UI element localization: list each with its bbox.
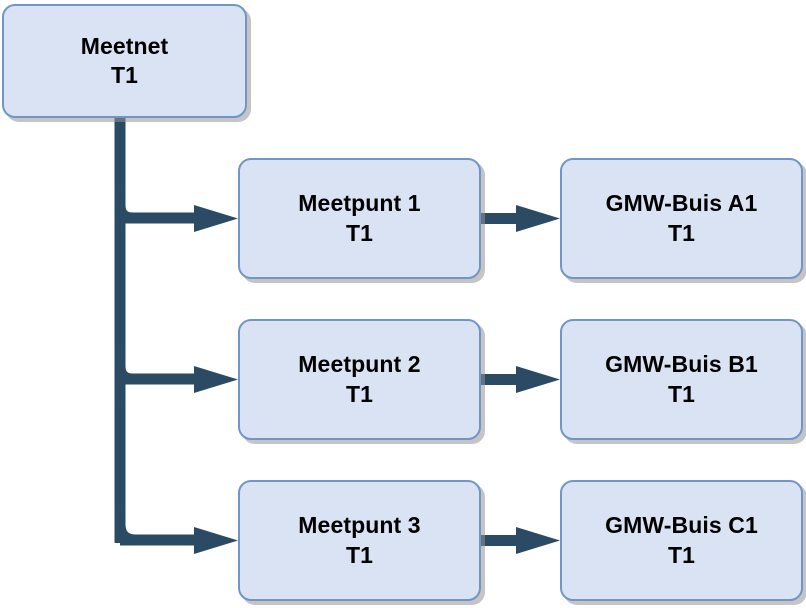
node-meetpunt-1[interactable]: Meetpunt 1 T1 xyxy=(238,158,481,279)
connector-meetpunt-1-to-gmw-buis-a1 xyxy=(481,205,560,232)
node-meetpunt-3[interactable]: Meetpunt 3 T1 xyxy=(238,480,481,601)
node-meetnet-label: Meetnet xyxy=(80,32,169,59)
node-meetpunt-2-sublabel: T1 xyxy=(345,380,374,407)
connector-root-to-meetpunt-1 xyxy=(114,204,238,232)
arrowhead-icon xyxy=(194,205,238,232)
arrowhead-icon xyxy=(194,527,238,554)
node-gmw-buis-c1-label: GMW-Buis C1 xyxy=(605,512,758,539)
node-gmw-buis-c1-sublabel: T1 xyxy=(667,541,696,568)
node-meetpunt-2-label: Meetpunt 2 xyxy=(298,351,421,378)
node-meetnet-sublabel: T1 xyxy=(110,62,139,88)
node-gmw-buis-b1-sublabel: T1 xyxy=(667,380,696,407)
arrowhead-icon xyxy=(516,527,560,554)
arrowhead-icon xyxy=(516,366,560,393)
arrowhead-icon xyxy=(516,205,560,232)
node-meetpunt-1-label: Meetpunt 1 xyxy=(298,190,421,217)
node-meetpunt-2[interactable]: Meetpunt 2 T1 xyxy=(238,319,481,440)
node-gmw-buis-b1[interactable]: GMW-Buis B1 T1 xyxy=(560,319,803,440)
connector-meetpunt-3-to-gmw-buis-c1 xyxy=(481,527,560,554)
connector-root-to-meetpunt-3 xyxy=(114,523,238,554)
node-gmw-buis-a1[interactable]: GMW-Buis A1 T1 xyxy=(560,158,803,279)
node-meetpunt-3-sublabel: T1 xyxy=(345,541,374,568)
node-meetnet[interactable]: Meetnet T1 xyxy=(2,4,247,118)
node-meetpunt-3-label: Meetpunt 3 xyxy=(298,512,421,539)
node-gmw-buis-b1-label: GMW-Buis B1 xyxy=(605,351,758,378)
node-gmw-buis-c1[interactable]: GMW-Buis C1 T1 xyxy=(560,480,803,601)
connector-root-to-meetpunt-2 xyxy=(114,365,238,393)
node-gmw-buis-a1-sublabel: T1 xyxy=(667,219,696,246)
node-meetpunt-1-sublabel: T1 xyxy=(345,219,374,246)
arrowhead-icon xyxy=(194,366,238,393)
connector-meetpunt-2-to-gmw-buis-b1 xyxy=(481,366,560,393)
node-gmw-buis-a1-label: GMW-Buis A1 xyxy=(605,190,758,217)
